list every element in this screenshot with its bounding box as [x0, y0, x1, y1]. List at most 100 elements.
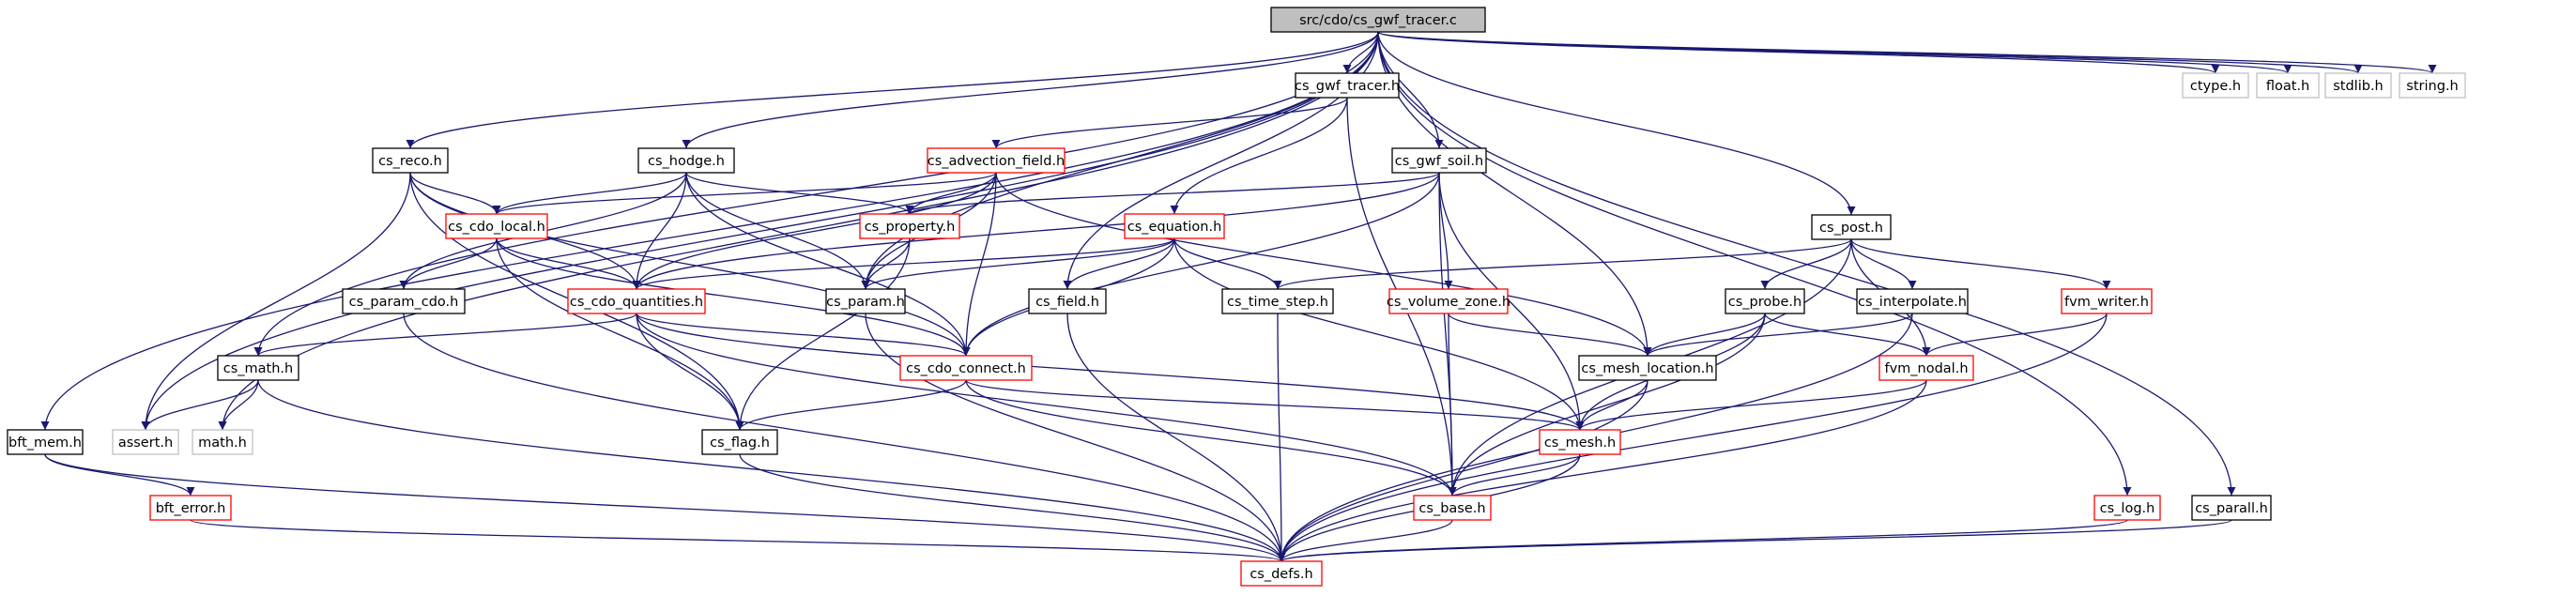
node-cdo_quant[interactable]: cs_cdo_quantities.h — [567, 288, 706, 314]
edge-gwf_soil-to-cdo_connect — [961, 172, 1440, 357]
node-float-label: float.h — [2266, 79, 2309, 94]
node-bft_error-label: bft_error.h — [156, 501, 226, 516]
edge-base-to-defs — [1277, 519, 1453, 562]
node-fvm_writer[interactable]: fvm_writer.h — [2061, 288, 2153, 314]
node-post[interactable]: cs_post.h — [1811, 214, 1892, 240]
node-flag-box — [701, 429, 778, 455]
node-time_step-label: cs_time_step.h — [1227, 295, 1328, 310]
node-base[interactable]: cs_base.h — [1413, 495, 1492, 521]
edge-root-to-stdlib — [1377, 31, 2363, 74]
node-property[interactable]: cs_property.h — [859, 213, 960, 239]
node-assert[interactable]: assert.h — [112, 429, 179, 455]
edge-log-to-defs — [1277, 519, 2128, 562]
node-defs-label: cs_defs.h — [1250, 567, 1312, 582]
edge-post-to-fvm_writer — [1850, 238, 2111, 290]
node-mathh-box — [192, 429, 253, 455]
node-time_step[interactable]: cs_time_step.h — [1221, 288, 1334, 314]
edge-cdo_connect-to-base — [965, 379, 1457, 497]
node-gwf_tracer_h-label: cs_gwf_tracer.h — [1295, 79, 1400, 94]
edge-hodge-to-cdo_local — [492, 172, 687, 215]
node-reco[interactable]: cs_reco.h — [372, 147, 449, 174]
node-cdo_local[interactable]: cs_cdo_local.h — [445, 213, 548, 239]
node-probe[interactable]: cs_probe.h — [1725, 288, 1805, 314]
edge-bft_error-to-defs — [190, 519, 1285, 562]
node-equation-label: cs_equation.h — [1127, 220, 1222, 235]
node-mesh_loc-box — [1578, 355, 1717, 381]
node-interpolate-box — [1856, 288, 1969, 314]
node-mesh[interactable]: cs_mesh.h — [1539, 429, 1621, 455]
node-stdlib[interactable]: stdlib.h — [2324, 72, 2392, 99]
edge-gwf_soil-to-base — [1438, 172, 1457, 497]
edge-gwf_tracer_h-to-adv — [991, 97, 1348, 149]
node-cdo_connect[interactable]: cs_cdo_connect.h — [899, 355, 1033, 381]
node-vol_zone-label: cs_volume_zone.h — [1387, 295, 1510, 310]
edge-probe-to-fvm_nodal — [1764, 313, 1931, 357]
node-mathh[interactable]: math.h — [192, 429, 253, 455]
node-equation[interactable]: cs_equation.h — [1124, 213, 1225, 239]
node-field[interactable]: cs_field.h — [1028, 288, 1107, 314]
edge-equation-to-time_step — [1173, 237, 1282, 290]
node-bft_mem[interactable]: bft_mem.h — [7, 429, 84, 455]
edge-cdo_connect-to-flag — [735, 379, 967, 431]
node-assert-box — [112, 429, 179, 455]
node-bft_error[interactable]: bft_error.h — [149, 495, 232, 521]
node-reco-label: cs_reco.h — [378, 154, 442, 169]
node-log[interactable]: cs_log.h — [2093, 495, 2161, 521]
edge-mesh-to-base — [1448, 453, 1581, 497]
edge-post-to-probe — [1760, 238, 1852, 290]
node-stdlib-label: stdlib.h — [2333, 79, 2384, 94]
node-mesh_loc[interactable]: cs_mesh_location.h — [1578, 355, 1717, 381]
node-string-label: string.h — [2406, 79, 2458, 94]
node-interpolate[interactable]: cs_interpolate.h — [1856, 288, 1969, 314]
edge-adv-to-cdo_local — [492, 172, 997, 215]
edge-bft_mem-to-defs — [44, 453, 1286, 562]
node-flag[interactable]: cs_flag.h — [701, 429, 778, 455]
node-float[interactable]: float.h — [2256, 72, 2320, 99]
edge-cdo_local-to-param_cdo — [399, 237, 498, 290]
node-fvm_writer-label: fvm_writer.h — [2064, 295, 2149, 310]
node-vol_zone[interactable]: cs_volume_zone.h — [1387, 288, 1510, 314]
edge-cdo_quant-to-cdo_connect — [636, 313, 971, 357]
node-ctype[interactable]: ctype.h — [2182, 72, 2249, 99]
node-param-box — [825, 288, 906, 314]
node-hodge-box — [637, 147, 735, 174]
node-post-label: cs_post.h — [1819, 221, 1883, 236]
edge-hodge-to-cdo_quant — [632, 172, 687, 290]
node-adv[interactable]: cs_advection_field.h — [927, 147, 1066, 174]
node-stdlib-box — [2324, 72, 2392, 99]
edge-post-to-time_step — [1273, 238, 1852, 290]
edge-param_cdo-to-defs — [403, 313, 1286, 562]
edge-hodge-to-cdo_connect — [685, 172, 971, 357]
node-string[interactable]: string.h — [2399, 72, 2466, 99]
edge-param-to-defs — [865, 313, 1286, 562]
edge-fvm_nodal-to-defs — [1277, 379, 1927, 562]
node-fvm_nodal[interactable]: fvm_nodal.h — [1878, 355, 1974, 381]
node-param[interactable]: cs_param.h — [825, 288, 906, 314]
node-base-box — [1413, 495, 1492, 521]
node-property-box — [859, 213, 960, 239]
node-gwf_soil[interactable]: cs_gwf_soil.h — [1391, 147, 1487, 174]
edge-gwf_soil-to-mesh — [1438, 172, 1585, 431]
header-nodes: src/cdo/cs_gwf_tracer.c cs_gwf_tracer.h ct… — [7, 7, 2466, 587]
edge-root-to-string — [1377, 31, 2436, 74]
node-ctype-box — [2182, 72, 2249, 99]
edge-reco-to-cdo_connect — [409, 172, 971, 357]
node-param_cdo-box — [342, 288, 466, 314]
edge-cdo_local-to-cdo_quant — [496, 237, 641, 290]
node-gwf_soil-box — [1391, 147, 1487, 174]
edge-property-to-flag — [735, 237, 911, 431]
node-gwf_tracer_h[interactable]: cs_gwf_tracer.h — [1295, 72, 1400, 99]
node-param-label: cs_param.h — [826, 295, 905, 310]
node-root[interactable]: src/cdo/cs_gwf_tracer.c — [1270, 7, 1486, 33]
node-hodge[interactable]: cs_hodge.h — [637, 147, 735, 174]
node-log-box — [2093, 495, 2161, 521]
node-parall[interactable]: cs_parall.h — [2191, 495, 2272, 521]
edge-root-to-reco — [406, 31, 1379, 149]
node-param_cdo[interactable]: cs_param_cdo.h — [342, 288, 466, 314]
edge-vol_zone-to-mesh_loc — [1448, 313, 1652, 357]
node-math[interactable]: cs_math.h — [217, 355, 299, 381]
node-defs[interactable]: cs_defs.h — [1240, 560, 1323, 587]
node-interpolate-label: cs_interpolate.h — [1858, 295, 1967, 310]
node-ctype-label: ctype.h — [2190, 79, 2241, 94]
